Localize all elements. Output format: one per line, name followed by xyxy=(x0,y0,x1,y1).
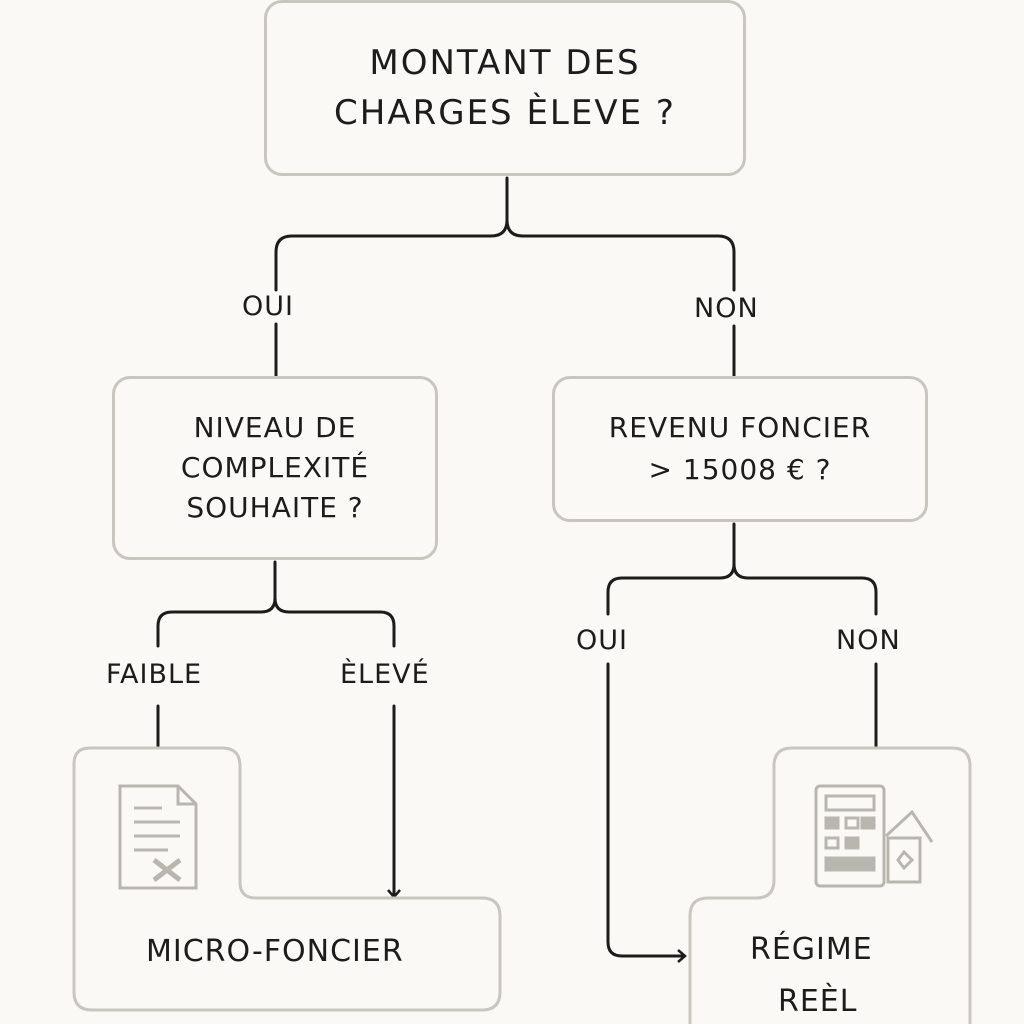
connector-root-stem xyxy=(274,176,509,292)
connector-left-stem xyxy=(156,560,277,648)
right-question-line2: > 15008 € ? xyxy=(648,453,832,486)
right-question-box: REVENU FONCIER > 15008 € ? xyxy=(552,376,928,522)
result-micro-foncier-label: MICRO-FONCIER xyxy=(146,934,404,969)
root-question-line2: CHARGES ÈLEVE ? xyxy=(334,93,676,133)
right-question-line1: REVENU FONCIER xyxy=(608,411,872,444)
connector-left-right xyxy=(273,596,396,648)
left-question-line1: NIVEAU DE xyxy=(193,411,357,444)
result-regime-line2: REÈL xyxy=(778,984,858,1019)
left-question-line3: SOUHAITE ? xyxy=(186,491,364,524)
result-micro-frame xyxy=(72,746,502,1012)
branch-label-left-high: ÈLEVÉ xyxy=(336,660,434,690)
branch-label-right-no: NON xyxy=(832,626,905,656)
connector-right-stem xyxy=(606,522,736,616)
left-question-box: NIVEAU DE COMPLEXITÉ SOUHAITE ? xyxy=(112,376,438,560)
result-regime-line1: RÉGIME xyxy=(750,932,873,967)
connector-right-right xyxy=(732,562,878,616)
branch-label-root-no: NON xyxy=(690,294,763,324)
branch-label-left-low: FAIBLE xyxy=(102,660,207,690)
left-question-line2: COMPLEXITÉ xyxy=(180,451,370,484)
root-question-line1: MONTANT DES xyxy=(369,43,641,83)
branch-label-root-yes: OUI xyxy=(238,292,298,322)
document-cross-icon xyxy=(118,784,198,890)
connector-root-right xyxy=(505,218,736,292)
branch-label-right-yes: OUI xyxy=(572,626,632,656)
calculator-house-icon xyxy=(814,784,934,888)
connector-right-yes xyxy=(606,662,687,963)
root-question-box: MONTANT DES CHARGES ÈLEVE ? xyxy=(264,0,746,176)
